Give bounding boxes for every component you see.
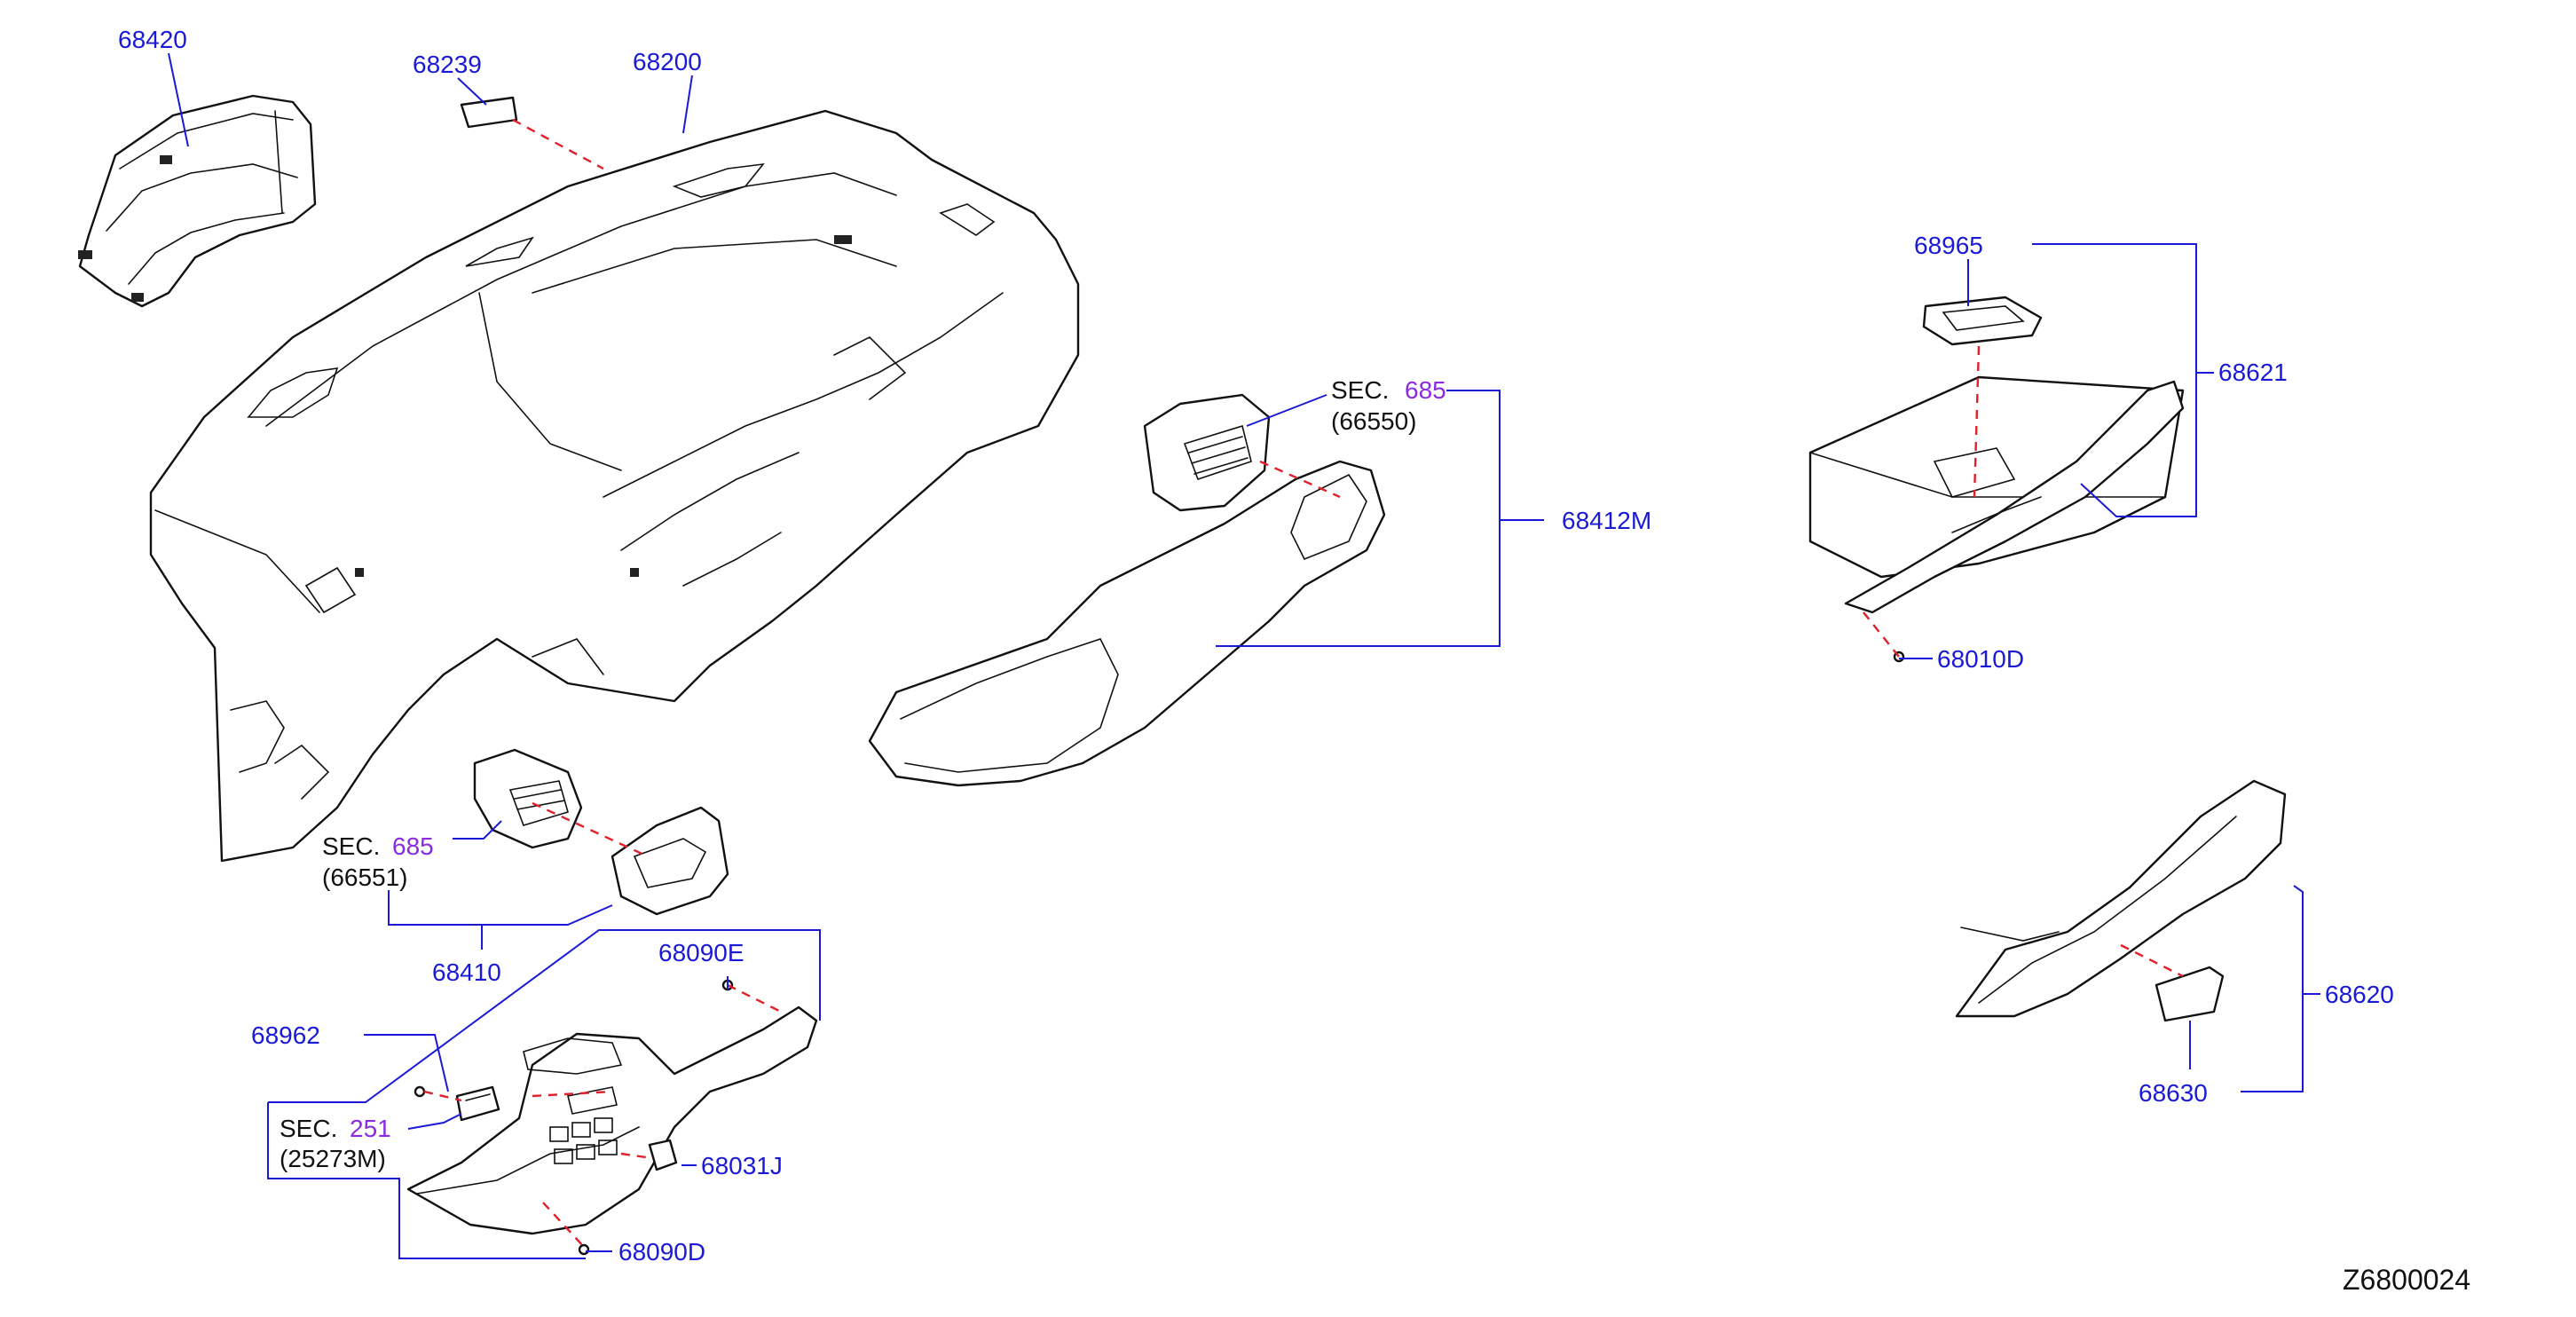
part-number-68090e[interactable]: 68090E xyxy=(658,939,744,966)
console-finisher-68620-icon xyxy=(1955,779,2287,1018)
part-number-68620[interactable]: 68620 xyxy=(2325,981,2394,1008)
lower-cover-68962-icon xyxy=(406,1005,818,1235)
vent-bezel-68410-icon xyxy=(611,806,729,916)
alignment-lines xyxy=(423,118,2184,1248)
air-vent-66550-icon xyxy=(1143,393,1271,512)
glove-box-68621-icon xyxy=(1808,375,2185,614)
switch-25273m-icon xyxy=(455,1085,500,1122)
part-number-68200[interactable]: 68200 xyxy=(633,48,702,75)
screw-icon xyxy=(414,651,1905,1256)
part-number-68962[interactable]: 68962 xyxy=(251,1021,320,1049)
part-number-68630[interactable]: 68630 xyxy=(2139,1079,2208,1107)
diagram-id: Z6800024 xyxy=(2343,1264,2470,1296)
clip-68031j-icon xyxy=(648,1139,678,1171)
instrument-hood-icon xyxy=(78,94,317,308)
labels: 68420 68239 68200 68965 68621 68412M 680… xyxy=(118,26,2470,1296)
part-number-68239[interactable]: 68239 xyxy=(413,51,482,78)
part-number-68010d[interactable]: 68010D xyxy=(1937,645,2024,673)
air-vent-66551-icon xyxy=(473,748,583,849)
instrument-panel-icon xyxy=(149,109,1080,863)
section-ref-code: (66550) xyxy=(1331,407,1417,435)
pad-68630-icon xyxy=(2155,966,2225,1022)
section-ref-number[interactable]: 251 xyxy=(350,1115,391,1142)
section-ref-prefix: SEC. xyxy=(280,1115,337,1142)
part-number-68412m[interactable]: 68412M xyxy=(1562,507,1651,534)
part-number-68420[interactable]: 68420 xyxy=(118,26,187,53)
leader-lines xyxy=(168,52,2320,1259)
section-ref-prefix: SEC. xyxy=(322,832,380,860)
section-ref-number[interactable]: 685 xyxy=(1405,376,1446,404)
section-ref-code: (66551) xyxy=(322,864,408,891)
part-number-68410[interactable]: 68410 xyxy=(432,958,501,986)
part-number-68965[interactable]: 68965 xyxy=(1914,232,1983,259)
section-ref-prefix: SEC. xyxy=(1331,376,1389,404)
part-number-68090d[interactable]: 68090D xyxy=(618,1238,705,1266)
part-number-68621[interactable]: 68621 xyxy=(2218,359,2288,386)
finisher-panel-68412m-icon xyxy=(868,460,1386,787)
section-ref-code: (25273M) xyxy=(280,1145,386,1172)
part-number-68031j[interactable]: 68031J xyxy=(701,1152,783,1179)
pad-68239-icon xyxy=(460,96,518,129)
glove-box-lid-68965-icon xyxy=(1922,296,2043,346)
section-ref-number[interactable]: 685 xyxy=(392,832,434,860)
